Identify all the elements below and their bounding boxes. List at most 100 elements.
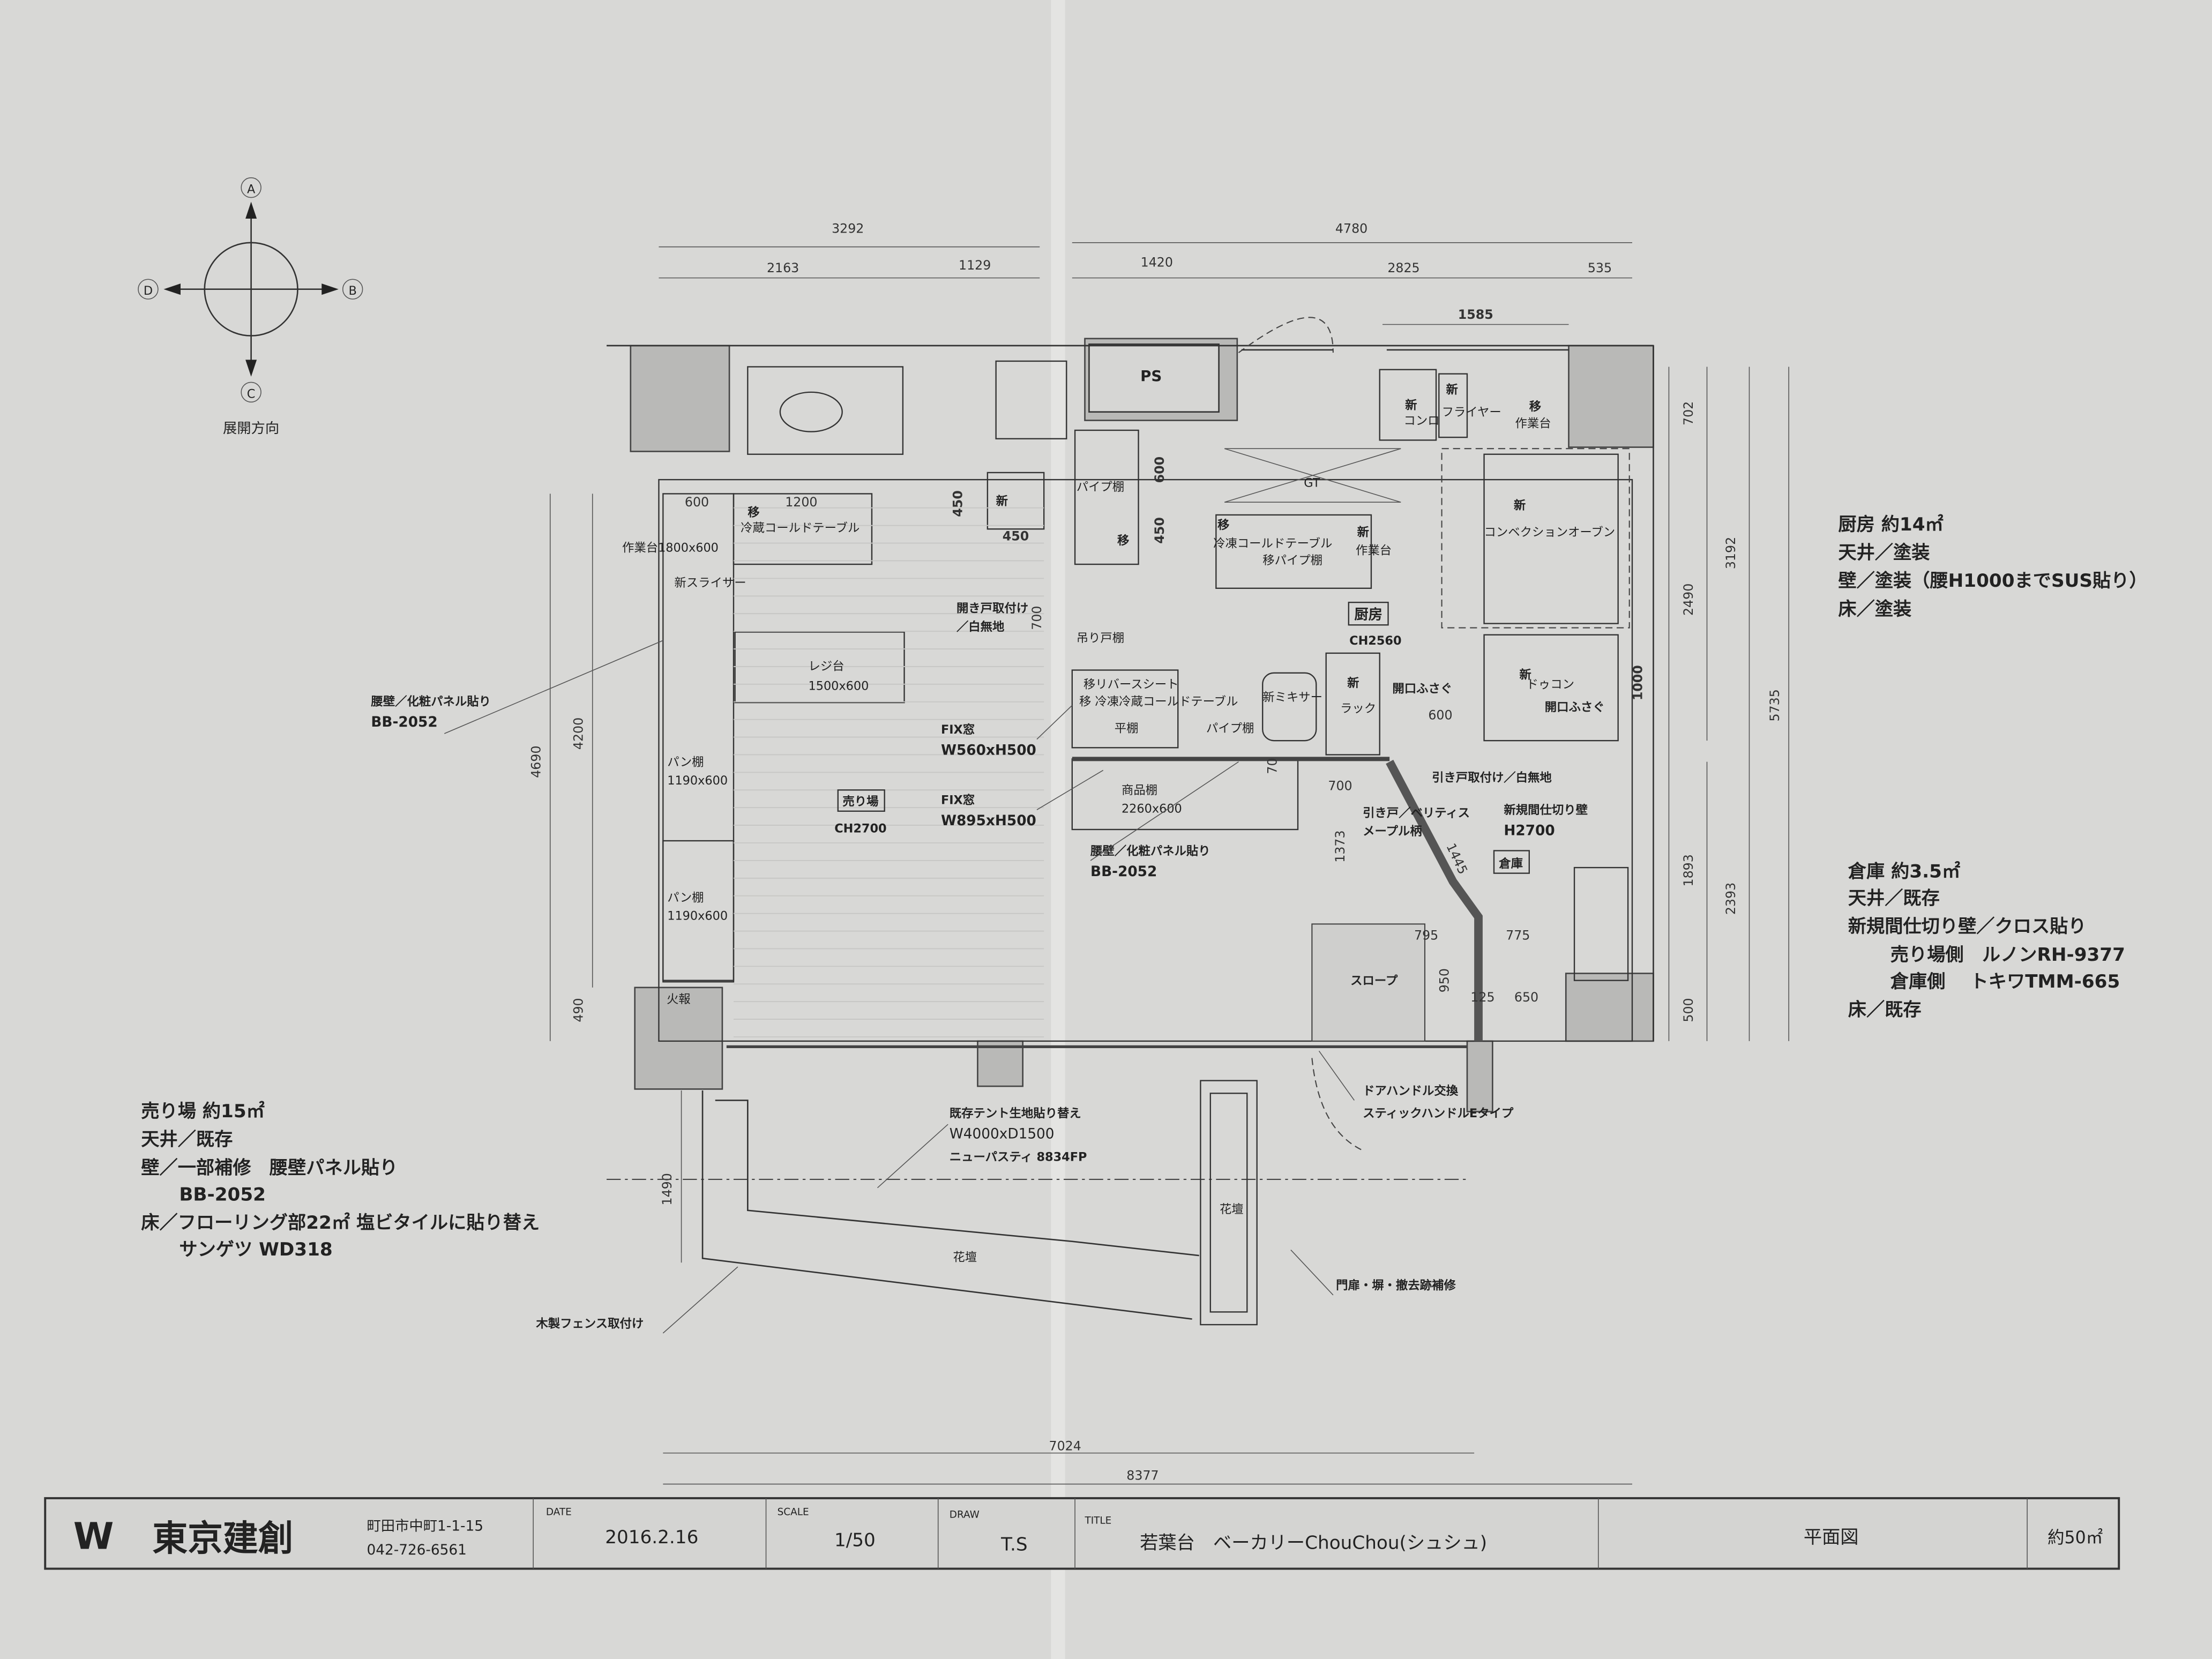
company-logo-icon: W	[73, 1515, 114, 1558]
swing-door-label: 開き戸取付け	[956, 602, 1028, 616]
dim-535: 535	[1588, 260, 1612, 275]
dim-4200: 4200	[571, 718, 586, 750]
new-partition-label: 新規間仕切り壁	[1504, 803, 1588, 817]
kitchen-ceiling-height: CH2560	[1349, 634, 1401, 648]
dim-3292: 3292	[832, 221, 864, 236]
worktable-1800-label: 作業台1800x600	[622, 541, 719, 555]
storage-note-storage-side: 倉庫側 トキワTMM-665	[1890, 971, 2120, 992]
fryer-new-label: 新	[1446, 383, 1458, 397]
sales-note-wall: 壁／一部補修 腰壁パネル貼り	[141, 1157, 398, 1178]
dim-2163: 2163	[767, 260, 799, 275]
tent-replacement-label: 既存テント生地貼り替え	[950, 1106, 1081, 1120]
compass-caption: 展開方向	[223, 421, 279, 437]
dim-500: 500	[1681, 998, 1696, 1022]
worktable2-new-label: 新	[1357, 525, 1369, 539]
floor-boards	[733, 507, 1044, 1037]
fix-window-1-label: FIX窓	[941, 722, 975, 737]
door-handle-label: ドアハンドル交換	[1363, 1083, 1459, 1098]
register-counter-size: 1500x600	[809, 679, 869, 693]
fire-alarm-label: 火報	[667, 992, 691, 1006]
dim-2393: 2393	[1723, 883, 1738, 915]
cold-table-label: 冷蔵コールドテーブル	[741, 521, 860, 535]
sink-move-label: 移	[1117, 534, 1129, 548]
gate-repair-label: 門扉・塀・撤去跡補修	[1336, 1278, 1456, 1292]
dim-3192: 3192	[1723, 537, 1738, 569]
tent-size-label: W4000xD1500	[950, 1126, 1055, 1142]
oven-new-label: 新	[1514, 498, 1526, 512]
sales-note-ceiling: 天井／既存	[141, 1129, 233, 1150]
fix-window-1-size: W560xH500	[941, 742, 1036, 758]
title-label: TITLE	[1085, 1515, 1112, 1526]
ps-label: PS	[1140, 367, 1162, 385]
sales-note-floor-product: サンゲツ WD318	[179, 1239, 332, 1260]
rack-label: ラック	[1340, 701, 1376, 715]
dough-conditioner-label: ドゥコン	[1527, 678, 1574, 692]
dim-70: 70	[1265, 758, 1280, 774]
dim-600-sink: 600	[1152, 457, 1167, 483]
dim-1373: 1373	[1333, 830, 1348, 862]
drawing-type: 平面図	[1804, 1527, 1859, 1548]
dim-600-worktable: 600	[685, 495, 709, 510]
swing-door-finish-label: ／白無地	[956, 619, 1004, 634]
dim-775: 775	[1506, 928, 1530, 943]
company-name: 東京建創	[152, 1518, 293, 1559]
compass-label-d: D	[144, 284, 153, 298]
kitchen-note-ceiling: 天井／塗装	[1838, 542, 1930, 564]
storage-note-floor: 床／既存	[1848, 999, 1922, 1021]
flowerbed-label-2: 花壇	[1220, 1202, 1244, 1216]
partition-height-label: H2700	[1504, 823, 1555, 839]
dim-600-opening: 600	[1428, 708, 1452, 723]
fryer-label: フライヤー	[1442, 406, 1501, 420]
flat-shelf-label: 平棚	[1115, 721, 1139, 735]
worktable-move-label: 移	[1529, 400, 1541, 414]
close-opening-label-1: 開口ふさぐ	[1392, 682, 1452, 696]
convection-oven-label: コンベクションオーブン	[1484, 525, 1616, 539]
dough-con-new-label: 新	[1519, 667, 1531, 682]
dim-8377: 8377	[1126, 1468, 1159, 1483]
company-phone: 042-726-6561	[367, 1542, 466, 1558]
kitchen-note-area: 厨房 約14㎡	[1838, 514, 1943, 535]
draw-label: DRAW	[950, 1509, 980, 1521]
dim-450-a: 450	[950, 490, 965, 517]
dim-650: 650	[1514, 990, 1538, 1005]
hanging-shelf-label: 吊り戸棚	[1077, 631, 1124, 645]
pipe-shelf-move-label: 移パイプ棚	[1262, 554, 1322, 567]
dim-702: 702	[1681, 401, 1696, 425]
kitchen-room-label: 厨房	[1354, 607, 1382, 623]
bread-shelf-1-size: 1190x600	[667, 774, 728, 788]
mixer-label: 新ミキサー	[1262, 690, 1322, 704]
fix-window-2-size: W895xH500	[941, 813, 1036, 829]
sales-ceiling-height: CH2700	[834, 821, 886, 835]
compass: A B C D 展開方向	[138, 177, 363, 437]
sales-floor-label: 売り場	[842, 795, 878, 809]
wainscot-panel-label-right: 腰壁／化粧パネル貼り	[1090, 843, 1210, 858]
product-shelf-label: 商品棚	[1122, 783, 1157, 797]
sales-note-area: 売り場 約15㎡	[141, 1101, 265, 1122]
plan-labels: PS 新 コンロ 新 フライヤー 移 作業台 新 コンベクションオーブン GT …	[370, 367, 1616, 1334]
close-opening-label-2: 開口ふさぐ	[1545, 700, 1605, 714]
dim-4780: 4780	[1335, 221, 1367, 236]
dim-700-swing: 700	[1029, 606, 1044, 630]
compass-label-a: A	[247, 183, 256, 197]
building-structure	[607, 317, 1654, 1326]
reverse-sheeter-label: 移リバースシート	[1083, 678, 1179, 692]
rack-new-label: 新	[1347, 676, 1359, 690]
dim-7024: 7024	[1049, 1438, 1081, 1453]
dim-1420: 1420	[1141, 255, 1173, 270]
storage-note-area: 倉庫 約3.5㎡	[1848, 861, 1960, 883]
storage-note-partition: 新規間仕切り壁／クロス貼り	[1848, 916, 2087, 937]
dim-450-sink: 450	[1152, 517, 1167, 543]
dim-450-b: 450	[1003, 528, 1029, 543]
bread-shelf-1-label: パン棚	[667, 756, 704, 769]
scale-value: 1/50	[834, 1529, 876, 1551]
dim-795: 795	[1414, 928, 1438, 943]
worktable-label: 作業台	[1515, 417, 1551, 431]
wainscot-code-right: BB-2052	[1090, 864, 1157, 880]
bread-shelf-2-size: 1190x600	[667, 909, 728, 923]
hand-sink-new-label: 新	[996, 494, 1008, 508]
sales-notes: 売り場 約15㎡ 天井／既存 壁／一部補修 腰壁パネル貼り BB-2052 床／…	[141, 1101, 540, 1260]
bread-shelf-2-label: パン棚	[667, 891, 704, 905]
dim-1893: 1893	[1681, 854, 1696, 886]
grease-trap-label: GT	[1304, 476, 1320, 490]
